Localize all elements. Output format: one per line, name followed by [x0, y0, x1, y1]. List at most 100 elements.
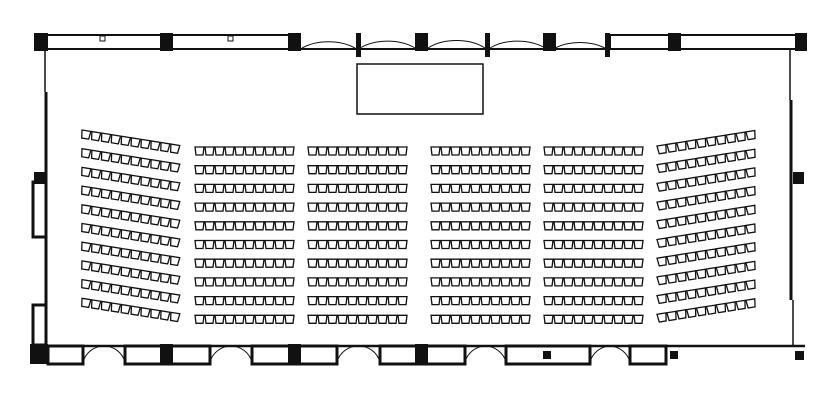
seat: [520, 146, 531, 156]
seat: [440, 239, 451, 250]
seat: [377, 295, 388, 306]
seat: [357, 146, 368, 156]
seat: [440, 183, 451, 194]
seat: [583, 314, 594, 324]
seat: [100, 244, 112, 256]
seat: [194, 183, 205, 194]
seat: [387, 221, 398, 231]
seat: [337, 239, 348, 250]
seat: [81, 278, 92, 290]
seat: [347, 146, 358, 156]
seat: [110, 302, 122, 313]
seat: [377, 202, 388, 212]
seat: [656, 312, 667, 323]
seat: [543, 165, 554, 175]
seat: [214, 202, 225, 212]
seat: [397, 202, 408, 212]
seat: [510, 165, 521, 175]
seat: [500, 146, 511, 156]
seat: [100, 281, 112, 293]
seat: [194, 221, 205, 231]
seat: [234, 239, 245, 250]
seat: [613, 277, 624, 287]
seat: [337, 258, 348, 268]
seat: [735, 299, 746, 311]
seat: [194, 295, 205, 306]
seat: [613, 221, 624, 231]
seat: [656, 162, 667, 174]
seat: [81, 222, 92, 234]
seat: [160, 253, 171, 265]
seat: [274, 314, 285, 324]
seat: [234, 277, 245, 287]
seat: [367, 202, 378, 212]
seat: [490, 165, 501, 175]
seat: [553, 239, 564, 250]
seat: [563, 277, 574, 287]
seat: [450, 165, 461, 175]
seat: [317, 258, 328, 268]
seat: [110, 171, 122, 182]
bottom-box-6: [628, 344, 668, 366]
seat: [100, 207, 112, 218]
seat: [284, 165, 295, 175]
seat: [307, 165, 318, 175]
seat-row: [81, 297, 181, 323]
seat: [633, 221, 644, 231]
seat: [633, 146, 644, 156]
seat: [244, 183, 255, 194]
seat: [543, 221, 554, 231]
seat: [130, 155, 142, 167]
seat: [110, 264, 122, 276]
seat: [317, 221, 328, 231]
seat: [675, 271, 687, 283]
seat: [666, 291, 677, 303]
seat: [695, 287, 707, 298]
seat: [430, 258, 441, 268]
seat: [705, 136, 717, 147]
seat-row: [194, 258, 295, 268]
seat: [90, 243, 102, 254]
seat: [695, 212, 707, 224]
seat-row: [430, 165, 531, 175]
seat: [377, 183, 388, 194]
seat: [695, 174, 707, 186]
seat: [120, 172, 132, 184]
seat: [254, 277, 265, 287]
seat: [194, 165, 205, 175]
seat: [510, 202, 521, 212]
top-wall-window-4: [677, 34, 799, 50]
seat: [666, 179, 677, 191]
seat: [490, 295, 501, 306]
seat: [520, 202, 531, 212]
seat: [735, 206, 746, 217]
seat: [194, 146, 205, 156]
seat: [613, 314, 624, 324]
seat: [274, 165, 285, 175]
seat: [254, 183, 265, 194]
seat: [666, 198, 677, 210]
seat: [234, 258, 245, 268]
seat: [234, 165, 245, 175]
seat: [675, 309, 687, 320]
seat: [440, 314, 451, 324]
seat: [264, 258, 275, 268]
seat: [440, 221, 451, 231]
seat-row: [81, 147, 181, 173]
seat: [244, 314, 255, 324]
seat: [81, 204, 92, 215]
seat: [613, 183, 624, 194]
seat: [573, 239, 584, 250]
seat: [633, 277, 644, 287]
seat: [234, 183, 245, 194]
seat: [140, 157, 151, 168]
seat: [500, 239, 511, 250]
seat-row: [194, 239, 295, 250]
seat: [695, 268, 707, 280]
seat: [204, 295, 215, 306]
seat: [500, 258, 511, 268]
seat: [573, 183, 584, 194]
seat: [387, 239, 398, 250]
seat: [150, 289, 161, 301]
